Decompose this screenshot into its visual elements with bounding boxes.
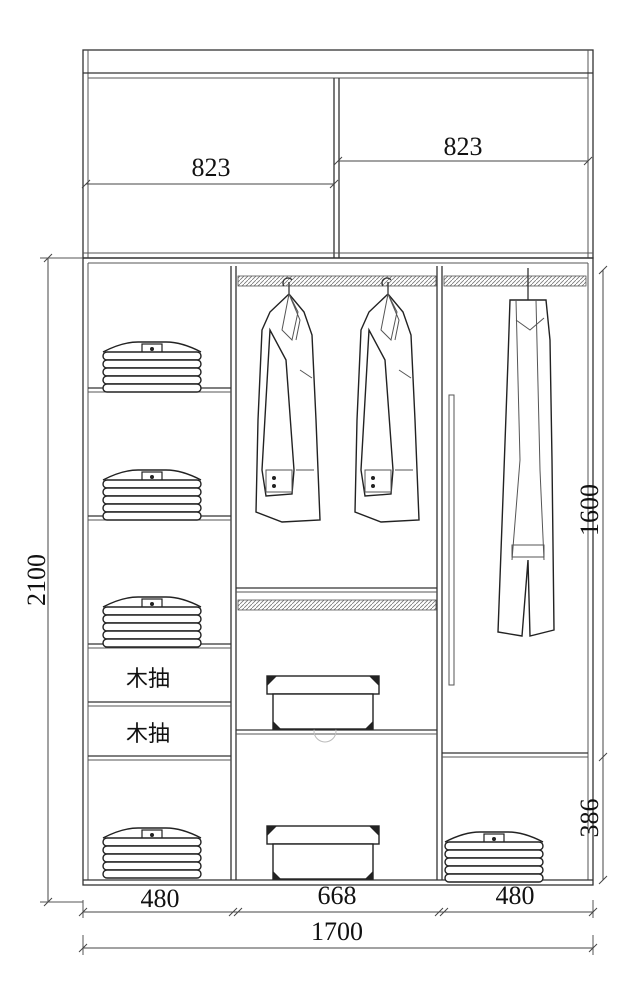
bottom-right-height-label: 386 xyxy=(575,799,604,838)
storage-box xyxy=(266,825,380,880)
folded-clothes-stack xyxy=(102,341,202,393)
total-height-dimension: 2100 xyxy=(22,253,83,907)
top-left-width-label: 823 xyxy=(192,153,231,182)
folded-clothes-stack xyxy=(102,827,202,879)
bottom-right-height-dimension: 386 xyxy=(575,757,608,885)
drawer[interactable]: 木抽 xyxy=(126,667,170,692)
drawer-label: 木抽 xyxy=(126,722,170,747)
hanging-rod xyxy=(237,275,437,287)
top-left-dimension: 823 xyxy=(81,153,339,189)
drawer-label: 木抽 xyxy=(126,667,170,692)
hanging-rod xyxy=(237,599,437,611)
top-cabinet xyxy=(82,49,594,259)
left-column-shelves xyxy=(88,387,231,761)
hanging-height-dimension: 1600 xyxy=(575,265,608,762)
right-column xyxy=(442,275,588,758)
total-height-label: 2100 xyxy=(22,554,51,606)
total-width-label: 1700 xyxy=(311,917,363,946)
left-column-width-label: 480 xyxy=(141,884,180,913)
main-body xyxy=(82,257,594,886)
hanging-rod xyxy=(443,275,587,287)
middle-column-width-label: 668 xyxy=(318,881,357,910)
folded-clothes-stack xyxy=(102,469,202,521)
door-handle xyxy=(448,394,455,686)
storage-box xyxy=(266,675,380,730)
hanging-coat xyxy=(255,277,321,523)
hanging-height-label: 1600 xyxy=(575,484,604,536)
total-width-dimension: 1700 xyxy=(78,917,598,955)
top-right-dimension: 823 xyxy=(333,132,593,166)
right-column-width-label: 480 xyxy=(496,881,535,910)
folded-clothes-stack xyxy=(102,596,202,648)
middle-column xyxy=(236,275,437,743)
hanging-trousers xyxy=(497,268,555,637)
column-width-dimensions: 480 668 480 xyxy=(78,881,598,918)
top-right-width-label: 823 xyxy=(444,132,483,161)
drawer[interactable]: 木抽 xyxy=(126,722,170,747)
hanging-coat xyxy=(354,277,420,523)
folded-clothes-stack xyxy=(444,831,544,883)
